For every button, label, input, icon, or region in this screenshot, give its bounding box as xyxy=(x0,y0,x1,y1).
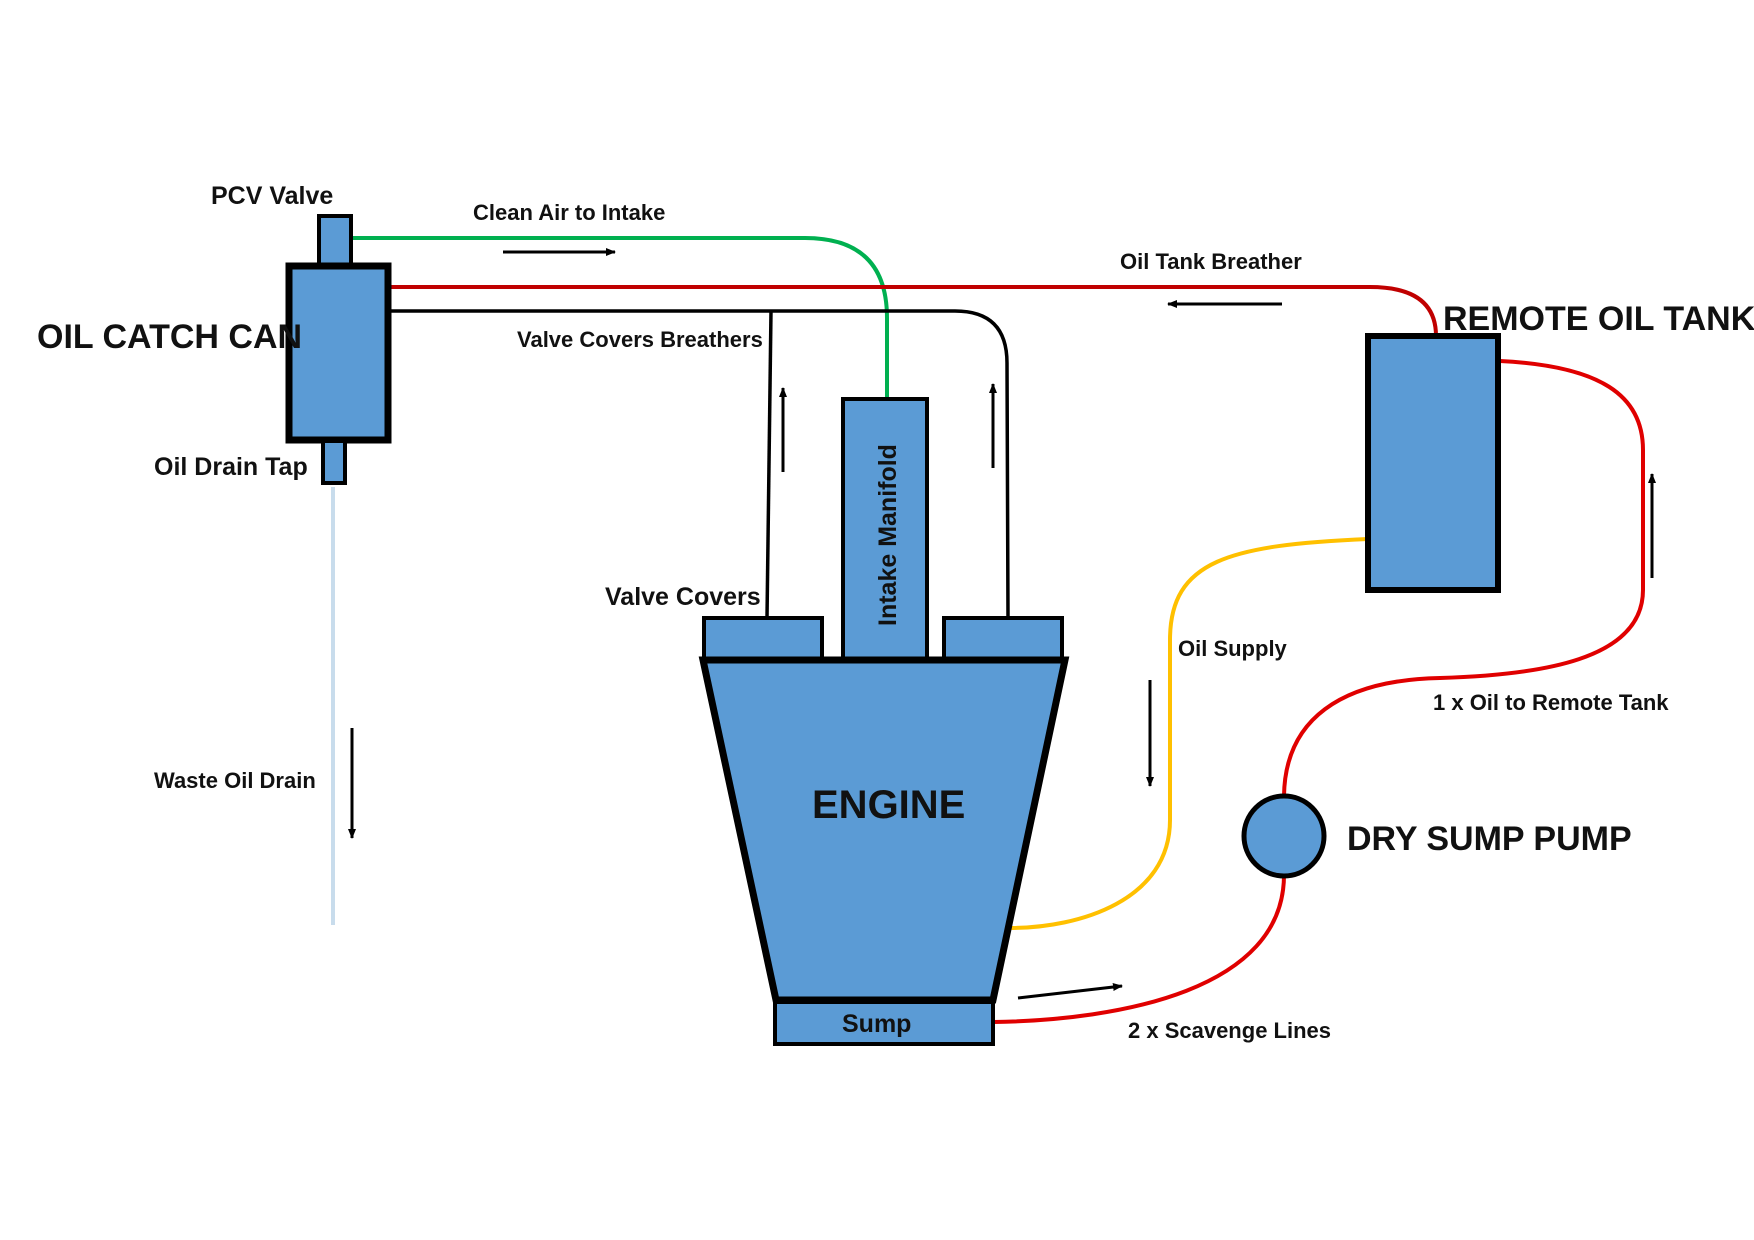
oil-to-remote-tank-label: 1 x Oil to Remote Tank xyxy=(1433,690,1669,715)
oil-tank-breather-line xyxy=(388,285,1438,337)
oil-drain-tap xyxy=(321,439,347,485)
sump xyxy=(773,1000,995,1046)
engine-label: ENGINE xyxy=(812,783,965,827)
dry-sump-pump-label: DRY SUMP PUMP xyxy=(1347,820,1632,858)
engine xyxy=(698,656,1070,1004)
scavenge-lines-label: 2 x Scavenge Lines xyxy=(1128,1018,1331,1043)
pcv-valve-label: PCV Valve xyxy=(211,182,333,210)
valve-covers-breathers-label: Valve Covers Breathers xyxy=(517,327,763,352)
valve-cover-right xyxy=(942,616,1064,662)
scavenge-line xyxy=(993,874,1286,1024)
intake-manifold xyxy=(841,397,929,663)
valve-cover-left xyxy=(702,616,824,662)
clean-air-line xyxy=(352,236,889,400)
scavenge-flow-arrow xyxy=(1017,983,1123,1000)
valve-covers-label: Valve Covers xyxy=(605,583,761,611)
remote-oil-tank xyxy=(1365,333,1501,593)
oil-to-remote-tank-line xyxy=(1282,359,1645,797)
dry-sump-pump xyxy=(1241,793,1327,879)
sump-label: Sump xyxy=(842,1010,911,1038)
intake-manifold-label: Intake Manifold xyxy=(874,444,902,626)
remote-oil-tank-label: REMOTE OIL TANK xyxy=(1443,300,1754,338)
oil-catch-can xyxy=(285,262,392,444)
oil-drain-tap-label: Oil Drain Tap xyxy=(154,453,308,481)
oil-tank-breather-label: Oil Tank Breather xyxy=(1120,249,1302,274)
pcv-valve xyxy=(317,214,353,270)
clean-air-to-intake-label: Clean Air to Intake xyxy=(473,200,665,225)
waste-oil-drain-label: Waste Oil Drain xyxy=(154,768,316,793)
valve-covers-breather-line-left xyxy=(765,310,773,619)
oil-supply-line xyxy=(1009,537,1369,930)
valve-covers-breather-line xyxy=(388,309,1010,619)
oil-supply-label: Oil Supply xyxy=(1178,636,1288,661)
oil-catch-can-label: OIL CATCH CAN xyxy=(37,318,302,356)
